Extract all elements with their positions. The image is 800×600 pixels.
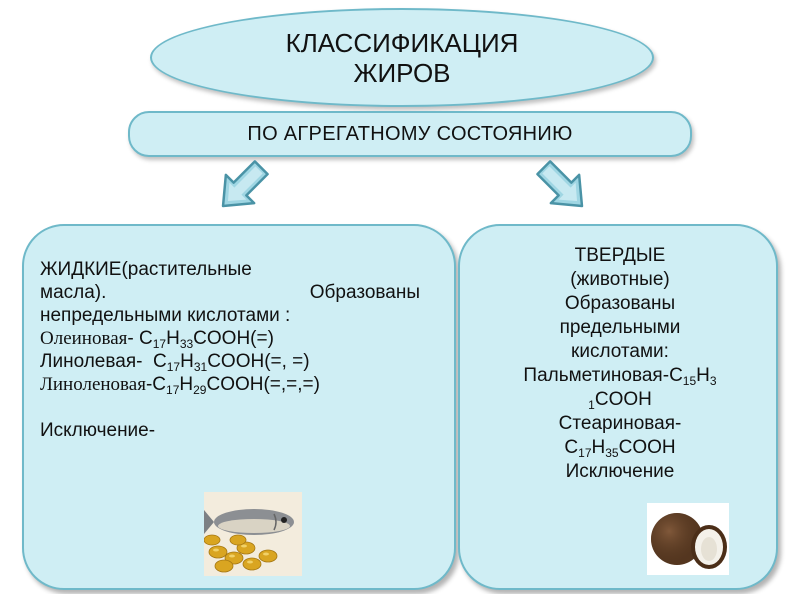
bottom-border xyxy=(0,594,800,600)
subtitle-text: ПО АГРЕГАТНОМУ СОСТОЯНИЮ xyxy=(247,122,573,145)
palmitic-formula-line2: 1COOH xyxy=(470,388,770,412)
title-line1: КЛАССИФИКАЦИЯ xyxy=(285,27,519,58)
formula-tail: COOH(=,=,=) xyxy=(206,374,320,395)
down-left-arrow-icon xyxy=(221,160,269,208)
top-border xyxy=(0,0,800,10)
formula-tail: COOH(=) xyxy=(193,328,274,349)
liquid-exception: Исключение- xyxy=(40,420,156,441)
solid-fats-text: ТВЕРДЫЕ (животные) Образованы предельным… xyxy=(470,244,770,484)
formula-h-sub: 35 xyxy=(605,446,619,460)
formula-h: H xyxy=(696,365,710,386)
fish-oil-image xyxy=(204,492,302,576)
liquid-line2-left: масла). xyxy=(40,282,107,303)
formula-c-sub: 17 xyxy=(166,360,181,374)
spacer xyxy=(40,396,420,419)
formula-h: H xyxy=(179,374,194,395)
acid-name: Линолевая xyxy=(40,351,137,372)
solid-line5: кислотами: xyxy=(571,341,669,362)
coconut-image xyxy=(647,503,729,575)
formula-c-sub: 15 xyxy=(682,374,697,388)
acid-sep: - xyxy=(145,374,153,395)
stearic-name: Стеариновая- xyxy=(558,413,682,434)
palmitic-name: Пальметиновая- xyxy=(523,365,670,386)
formula-h-sub: 3 xyxy=(709,374,717,388)
title-line2: ЖИРОВ xyxy=(353,57,451,88)
stearic-formula: C17H35COOH xyxy=(470,436,770,460)
formula-c: C xyxy=(152,374,167,395)
formula-c: C xyxy=(564,437,579,458)
formula-c: C xyxy=(138,328,153,349)
formula-h: H xyxy=(180,351,194,372)
liquid-line2: масла). Образованы xyxy=(40,281,420,304)
formula-tail: COOH xyxy=(594,389,652,410)
formula-c: C xyxy=(153,351,167,372)
liquid-line2-right: Образованы xyxy=(309,282,420,303)
title-oval: КЛАССИФИКАЦИЯ ЖИРОВ xyxy=(150,8,654,107)
formula-c-sub: 17 xyxy=(578,446,592,460)
solid-line4: предельными xyxy=(559,317,681,338)
solid-line3: Образованы xyxy=(564,293,676,314)
acid-row-oleic: Олеиновая- C17H33COOH(=) xyxy=(40,327,420,350)
acid-row-linolenic: Линоленовая-C17H29COOH(=,=,=) xyxy=(40,373,420,396)
formula-h-sub-cont: 1 xyxy=(588,398,595,412)
subtitle-box: ПО АГРЕГАТНОМУ СОСТОЯНИЮ xyxy=(128,111,692,157)
formula-tail: COOH xyxy=(618,437,676,458)
acid-name: Линоленовая xyxy=(40,374,146,395)
liquid-heading: ЖИДКИЕ(растительные xyxy=(40,259,252,280)
acid-row-linoleic: Линолевая- C17H31COOH(=, =) xyxy=(40,350,420,373)
formula-h-sub: 31 xyxy=(193,360,208,374)
formula-c-sub: 17 xyxy=(152,337,167,351)
formula-c: C xyxy=(669,365,683,386)
acid-name: Олеиновая xyxy=(40,328,128,349)
down-right-arrow-icon xyxy=(536,160,584,208)
formula-h-sub: 29 xyxy=(193,383,207,397)
palmitic-formula-line1: Пальметиновая-C15H3 xyxy=(470,364,770,388)
acid-sep: - xyxy=(136,351,154,372)
liquid-fats-text: ЖИДКИЕ(растительные масла). Образованы н… xyxy=(40,258,420,442)
formula-h-sub: 33 xyxy=(179,337,194,351)
solid-line2: (животные) xyxy=(570,269,670,290)
formula-c-sub: 17 xyxy=(166,383,180,397)
formula-tail: COOH(=, =) xyxy=(207,351,310,372)
acid-sep: - xyxy=(127,328,139,349)
solid-exception: Исключение xyxy=(565,461,675,482)
solid-line1: ТВЕРДЫЕ xyxy=(574,245,666,266)
formula-h: H xyxy=(591,437,606,458)
formula-h: H xyxy=(166,328,180,349)
liquid-line3: непредельными кислотами : xyxy=(40,305,291,326)
